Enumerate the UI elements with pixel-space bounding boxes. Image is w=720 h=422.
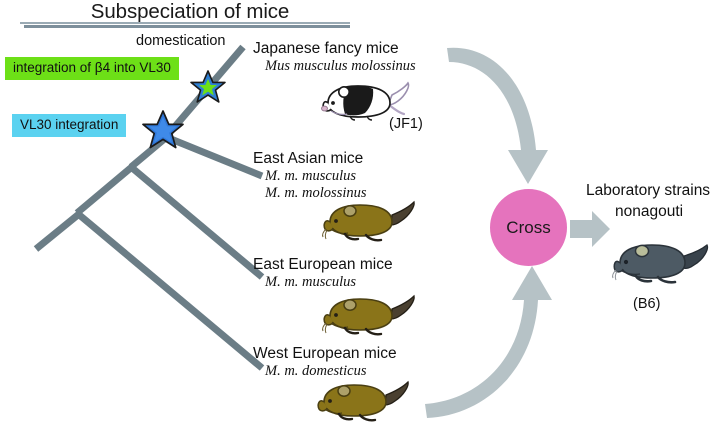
- taxon-east-asian-mice: East Asian mice M. m. musculus M. m. mol…: [253, 150, 367, 203]
- event-label-domestication: domestication: [136, 33, 226, 49]
- taxon-west-european-mice: West European mice M. m. domesticus: [253, 345, 397, 380]
- laboratory-strains-subtitle: nonagouti: [615, 203, 684, 220]
- taxon-latin-name: M. m. musculus: [265, 168, 357, 185]
- event-label-b4-integration: integration of β4 into VL30: [5, 57, 179, 81]
- event-label-vl30-integration: VL30 integration: [12, 114, 127, 138]
- figure-title: Subspeciation of mice: [90, 0, 290, 23]
- blue-star-marker: [142, 110, 184, 149]
- branch-west-european: [74, 210, 265, 371]
- branch-east-asian: [164, 133, 264, 180]
- cross-node-circle: [490, 189, 567, 266]
- taxon-latin-name: M. m. musculus: [265, 274, 357, 291]
- taxon-latin-name: M. m. domesticus: [265, 363, 367, 380]
- branch-internal-upper: [74, 163, 136, 216]
- arrow-curved-top: [447, 47, 548, 184]
- laboratory-strains-title: Laboratory strains: [586, 182, 711, 199]
- arrow-cross-to-lab: [570, 211, 610, 247]
- cross-node-label: Cross: [506, 217, 551, 237]
- taxon-japanese-fancy-mice: Japanese fancy mice Mus musculus molossi…: [253, 40, 416, 75]
- strain-code-jf1: (JF1): [389, 116, 423, 132]
- branch-internal-upper2: [128, 133, 171, 170]
- taxon-common-name: Japanese fancy mice: [253, 40, 399, 57]
- strain-code-b6: (B6): [633, 296, 661, 312]
- title-underline-rule: [20, 22, 350, 29]
- taxon-common-name: East European mice: [253, 256, 393, 273]
- taxon-common-name: West European mice: [253, 345, 397, 362]
- taxon-common-name: East Asian mice: [253, 150, 364, 167]
- taxon-latin-name: Mus musculus molossinus: [265, 58, 416, 75]
- green-star-marker: [190, 70, 226, 103]
- arrow-curved-bottom: [425, 266, 552, 418]
- branch-east-european: [128, 164, 265, 280]
- taxon-latin-name-2: M. m. molossinus: [265, 185, 367, 202]
- taxon-east-european-mice: East European mice M. m. musculus: [253, 256, 393, 291]
- branch-root-stem: [33, 211, 82, 252]
